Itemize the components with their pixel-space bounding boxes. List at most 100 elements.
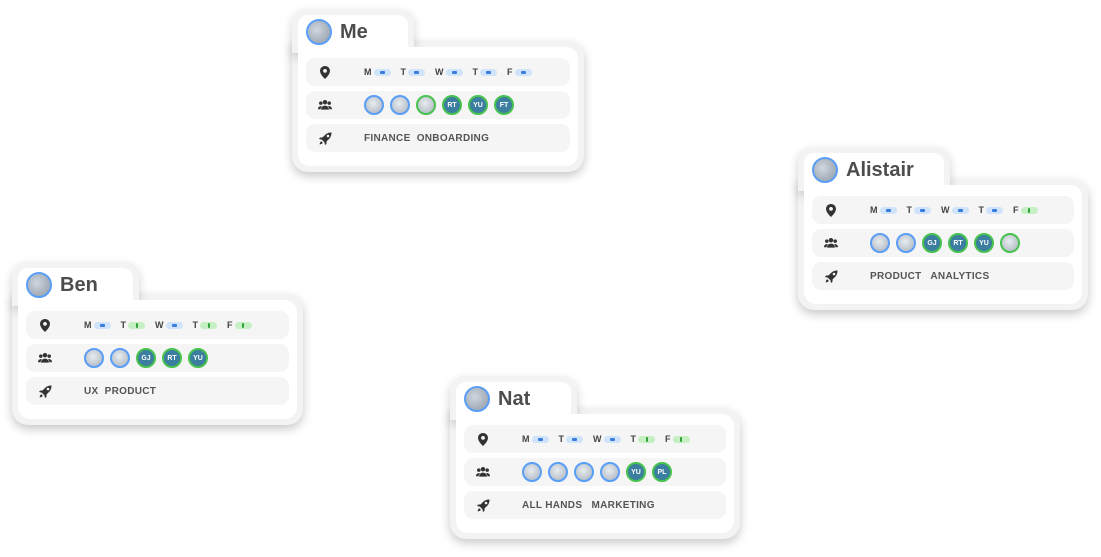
member-avatar[interactable] (870, 233, 890, 253)
member-avatar[interactable] (600, 462, 620, 482)
group-icon (476, 465, 490, 479)
day-label: T (558, 434, 565, 444)
day-1[interactable]: T (558, 434, 583, 444)
building-icon (445, 68, 463, 76)
rocket-icon (476, 498, 490, 512)
building-icon (165, 321, 183, 329)
day-1[interactable]: T (121, 320, 145, 330)
group-icon (38, 351, 52, 365)
day-2[interactable]: W (941, 205, 969, 215)
card-header: Alistair (812, 157, 914, 183)
member-initials-avatar[interactable]: YU (974, 233, 994, 253)
group-icon (318, 98, 332, 112)
day-label: W (941, 205, 950, 215)
member-initials-avatar[interactable]: YU (188, 348, 208, 368)
day-3[interactable]: T (979, 205, 1003, 215)
member-initials-avatar[interactable]: YU (626, 462, 646, 482)
person-name: Ben (60, 273, 98, 296)
team-row: YU PL (464, 458, 726, 486)
day-4[interactable]: F (227, 320, 252, 330)
day-4[interactable]: F (1013, 205, 1038, 215)
day-label: T (630, 434, 637, 444)
day-2[interactable]: W (593, 434, 621, 444)
rocket-icon (824, 269, 838, 283)
day-1[interactable]: T (907, 205, 931, 215)
person-name: Me (340, 20, 368, 43)
member-avatar[interactable] (84, 348, 104, 368)
day-label: F (507, 67, 513, 77)
member-initials-avatar[interactable]: YU (468, 95, 488, 115)
location-pin-icon (318, 65, 332, 79)
member-initials-avatar[interactable]: RT (162, 348, 182, 368)
rocket-icon (38, 384, 52, 398)
card-header: Me (306, 19, 368, 45)
member-initials-avatar[interactable]: RT (948, 233, 968, 253)
projects-row: FINANCE ONBOARDING (306, 124, 570, 152)
project-tags: UX PRODUCT (84, 385, 157, 397)
day-0[interactable]: M (870, 205, 897, 215)
day-0[interactable]: M (364, 67, 391, 77)
day-4[interactable]: F (665, 434, 690, 444)
home-icon (672, 435, 690, 443)
day-label: M (364, 67, 372, 77)
day-label: F (227, 320, 233, 330)
person-name: Alistair (846, 158, 914, 181)
team-row: GJ RT YU (26, 344, 289, 372)
home-icon (200, 321, 217, 329)
day-label: T (400, 67, 407, 77)
member-initials-avatar[interactable]: FT (494, 95, 514, 115)
project-tags: ALL HANDS MARKETING (522, 499, 655, 511)
location-pin-icon (38, 318, 52, 332)
day-3[interactable]: T (630, 434, 655, 444)
avatar[interactable] (812, 157, 838, 183)
member-initials-avatar[interactable]: GJ (136, 348, 156, 368)
member-initials-avatar[interactable]: GJ (922, 233, 942, 253)
day-label: F (665, 434, 671, 444)
avatar[interactable] (306, 19, 332, 45)
location-pin-icon (824, 203, 838, 217)
project-tags: FINANCE ONBOARDING (364, 132, 490, 144)
member-avatar[interactable] (522, 462, 542, 482)
day-4[interactable]: F (507, 67, 532, 77)
member-initials-avatar[interactable]: PL (652, 462, 672, 482)
member-avatar[interactable] (416, 95, 436, 115)
building-icon (373, 68, 391, 76)
home-icon (638, 435, 655, 443)
avatar[interactable] (26, 272, 52, 298)
member-avatar[interactable] (110, 348, 130, 368)
member-avatar[interactable] (364, 95, 384, 115)
day-0[interactable]: M (84, 320, 111, 330)
member-avatar[interactable] (1000, 233, 1020, 253)
day-2[interactable]: W (155, 320, 183, 330)
team-members: GJ RT YU (84, 344, 208, 372)
day-2[interactable]: W (435, 67, 463, 77)
member-initials-avatar[interactable]: RT (442, 95, 462, 115)
team-members: RT YU FT (364, 91, 514, 119)
day-1[interactable]: T (400, 67, 425, 77)
member-avatar[interactable] (896, 233, 916, 253)
day-0[interactable]: M (522, 434, 549, 444)
projects-row: UX PRODUCT (26, 377, 289, 405)
building-icon (566, 435, 583, 443)
day-3[interactable]: T (192, 320, 217, 330)
day-label: F (1013, 205, 1019, 215)
member-avatar[interactable] (390, 95, 410, 115)
project-tags: PRODUCT ANALYTICS (870, 270, 990, 282)
member-avatar[interactable] (548, 462, 568, 482)
day-label: T (192, 320, 199, 330)
avatar[interactable] (464, 386, 490, 412)
day-3[interactable]: T (473, 67, 497, 77)
team-members: YU PL (522, 458, 672, 486)
member-avatar[interactable] (574, 462, 594, 482)
building-icon (480, 68, 497, 76)
day-label: M (84, 320, 92, 330)
